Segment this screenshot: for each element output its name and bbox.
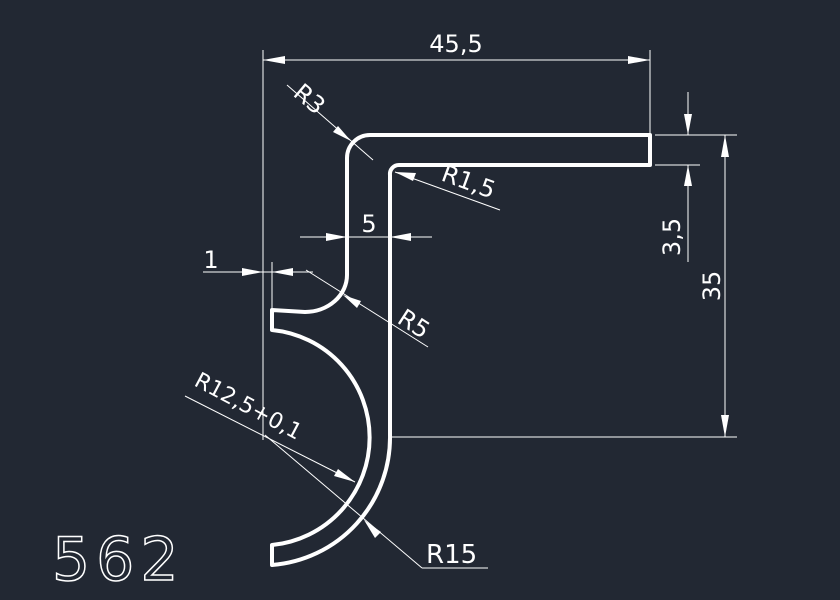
dimension-text: 5 xyxy=(361,210,376,238)
profile-outline xyxy=(270,133,652,567)
dimension-text: 45,5 xyxy=(429,30,482,58)
dimension-web-thickness: 5 xyxy=(300,210,432,241)
dimension-text: 35 xyxy=(698,271,726,302)
dimension-text: 1 xyxy=(203,246,218,274)
dimension-overall-height: 35 xyxy=(390,134,737,438)
dimension-text: R15 xyxy=(426,540,477,570)
dimension-outer-arc-radius: R15 xyxy=(264,434,488,570)
dimension-lip-offset: 1 xyxy=(203,246,313,310)
dimension-overall-width: 45,5 xyxy=(262,30,651,440)
dimension-text: 3,5 xyxy=(658,218,686,256)
dimension-flange-thickness: 3,5 xyxy=(655,92,700,262)
part-number: 562 xyxy=(52,525,185,595)
